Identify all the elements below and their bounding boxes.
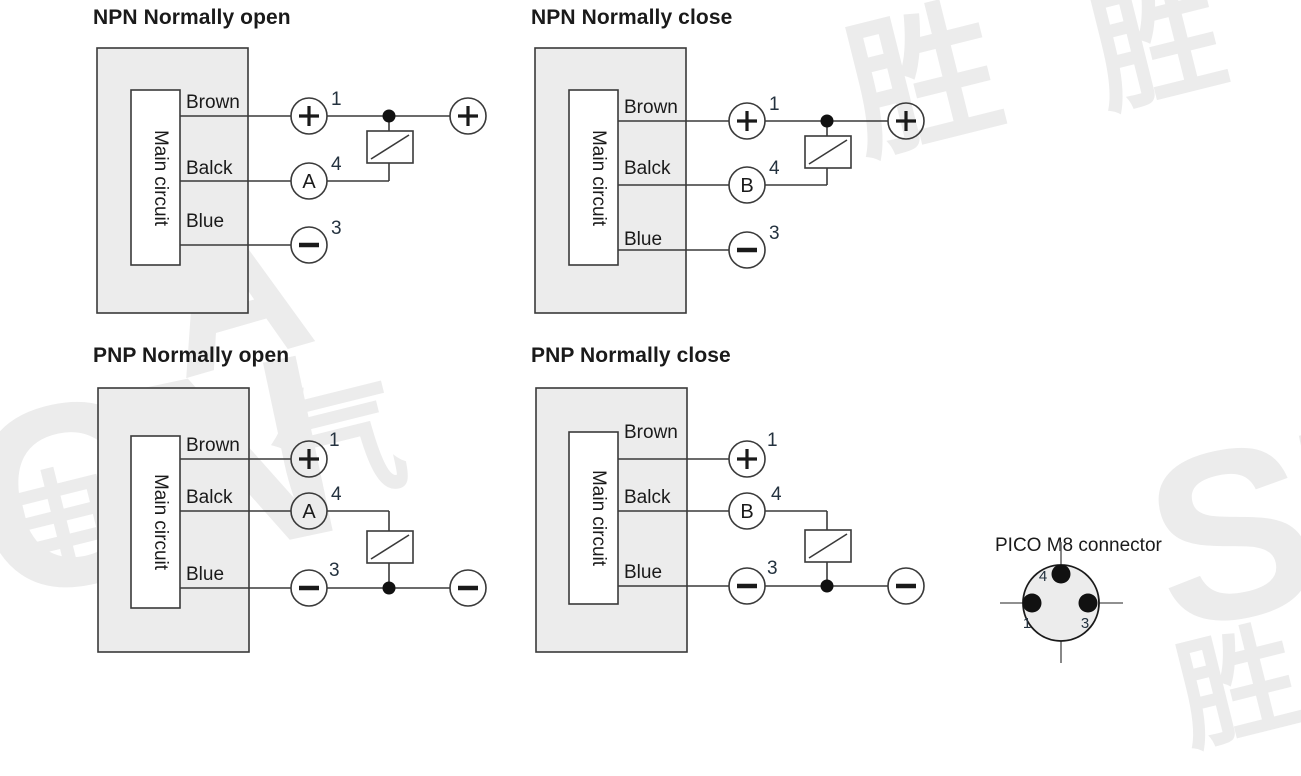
wire-label-blue: Blue	[624, 562, 662, 583]
terminal-glyph-A: A	[302, 171, 316, 193]
terminal-supply-plus	[449, 97, 487, 135]
main-circuit-label: Main circuit	[150, 474, 171, 571]
title-pnp-normally-open: PNP Normally open	[93, 344, 290, 367]
load-diagonal	[808, 139, 848, 165]
terminal-glyph-B: B	[740, 175, 753, 197]
terminal-glyph-A: A	[302, 501, 316, 523]
pin-number-1: 1	[331, 89, 342, 110]
connector-pin-3	[1078, 593, 1098, 613]
junction-dot	[382, 109, 396, 123]
main-circuit-label: Main circuit	[588, 470, 609, 567]
main-circuit-label: Main circuit	[150, 130, 171, 227]
pin-number-4: 4	[771, 484, 782, 505]
wire-label-brown: Brown	[186, 92, 240, 113]
watermark-sheng-topright: 胜	[1076, 0, 1239, 132]
title-npn-normally-close: NPN Normally close	[531, 6, 733, 29]
load-diagonal	[808, 533, 848, 559]
pin-number-3: 3	[331, 218, 342, 239]
pin-number-4: 4	[331, 154, 342, 175]
connector-pin-4	[1051, 564, 1071, 584]
wire-label-black: Balck	[624, 158, 671, 179]
load-symbol	[366, 130, 414, 164]
wire-label-black: Balck	[186, 487, 233, 508]
wire-label-black: Balck	[624, 487, 671, 508]
terminal-pin-3	[728, 231, 766, 269]
load-diagonal	[370, 534, 410, 560]
main-circuit-box	[130, 89, 181, 266]
connector-pin-label-4: 4	[1039, 568, 1047, 585]
pin-number-3: 3	[767, 558, 778, 579]
title-npn-normally-open: NPN Normally open	[93, 6, 291, 29]
connector-pin-label-3: 3	[1081, 615, 1089, 632]
terminal-pin-3	[290, 226, 328, 264]
junction-dot	[382, 581, 396, 595]
wire-label-blue: Blue	[186, 211, 224, 232]
pin-number-4: 4	[769, 158, 780, 179]
diagram-npn-normally-open: Brown Balck Blue 1 4 3 A Main circuit	[96, 47, 487, 314]
wire-label-blue: Blue	[186, 564, 224, 585]
terminal-pin-1	[728, 440, 766, 478]
title-pnp-normally-close: PNP Normally close	[531, 344, 731, 367]
junction-dot	[820, 579, 834, 593]
wire-label-brown: Brown	[624, 97, 678, 118]
terminal-pin-1	[290, 440, 328, 478]
terminal-supply-minus	[449, 569, 487, 607]
connector-pin-label-1: 1	[1023, 615, 1031, 632]
diagram-pnp-normally-close: Brown Balck Blue 1 4 3 B Main circuit	[535, 387, 925, 653]
main-circuit-label: Main circuit	[588, 130, 609, 227]
wire-label-blue: Blue	[624, 229, 662, 250]
diagram-npn-normally-close: Brown Balck Blue 1 4 3 B Main circuit	[534, 47, 925, 314]
main-circuit-box	[130, 435, 181, 609]
terminal-glyph-B: B	[740, 501, 753, 523]
wire-label-brown: Brown	[186, 435, 240, 456]
junction-dot	[820, 114, 834, 128]
pin-number-1: 1	[329, 430, 340, 451]
connector-label: PICO M8 connector	[995, 535, 1163, 556]
wire-label-black: Balck	[186, 158, 233, 179]
pin-number-3: 3	[329, 560, 340, 581]
terminal-supply-plus	[887, 102, 925, 140]
diagram-pnp-normally-open: Brown Balck Blue 1 4 3 A Main circuit	[97, 387, 487, 653]
main-circuit-box	[568, 431, 619, 605]
wire-label-brown: Brown	[624, 422, 678, 443]
connector-pin-1	[1022, 593, 1042, 613]
load-diagonal	[370, 134, 410, 160]
pin-number-3: 3	[769, 223, 780, 244]
terminal-supply-minus	[887, 567, 925, 605]
pin-number-4: 4	[331, 484, 342, 505]
pico-m8-connector: PICO M8 connector 4 1 3	[975, 525, 1235, 670]
load-symbol	[366, 530, 414, 564]
pin-number-1: 1	[769, 94, 780, 115]
main-circuit-box	[568, 89, 619, 266]
pin-number-1: 1	[767, 430, 778, 451]
connector-drawing: PICO M8 connector 4 1 3	[995, 535, 1163, 663]
